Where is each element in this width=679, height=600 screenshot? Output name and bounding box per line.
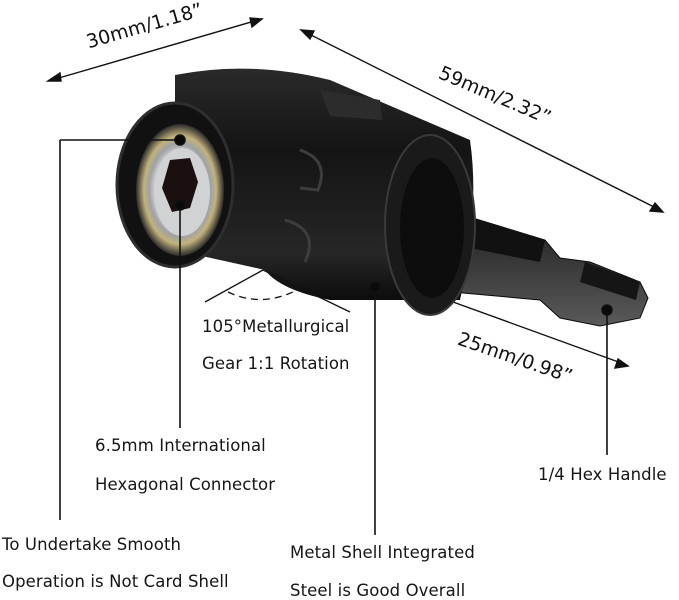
callout-connector-line2: Hexagonal Connector — [95, 475, 276, 494]
angle-indicator — [204, 269, 351, 313]
callout-angle-line1: 105°Metallurgical — [202, 317, 350, 336]
leader-lines — [59, 134, 613, 535]
callout-bearing-line2: Operation is Not Card Shell — [2, 572, 229, 591]
adapter-body — [115, 68, 476, 316]
callout-shell-line1: Metal Shell Integrated — [290, 543, 475, 562]
callout-angle-line2: Gear 1:1 Rotation — [202, 354, 350, 373]
callout-bearing-line1: To Undertake Smooth — [2, 535, 182, 554]
callout-shell-line2: Steel is Good Overall — [290, 581, 466, 600]
dimension-arrow-length — [299, 29, 665, 213]
callout-handle: 1/4 Hex Handle — [538, 465, 667, 484]
callout-connector-line1: 6.5mm International — [95, 436, 266, 455]
dimension-arrow-width — [45, 17, 264, 82]
